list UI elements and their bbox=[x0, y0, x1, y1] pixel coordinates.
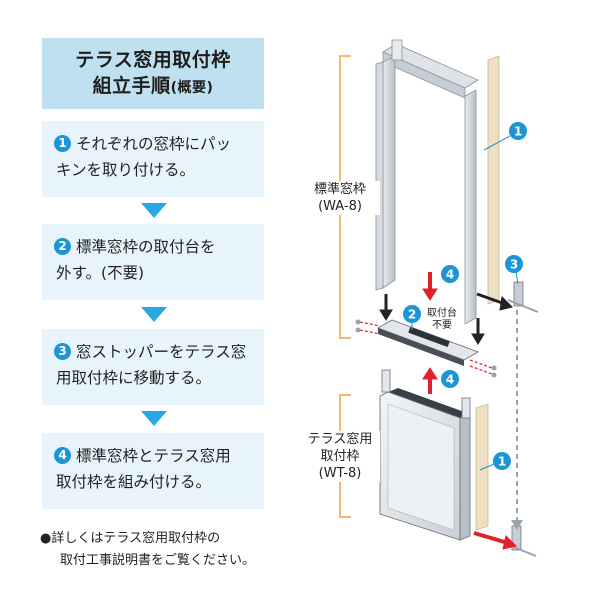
step-3: 3 窓ストッパーをテラス窓 用取付枠に移動する。 bbox=[42, 329, 264, 405]
standard-frame-name: 標準窓枠 bbox=[313, 182, 366, 197]
mount-base bbox=[376, 319, 480, 366]
title-line-2: 組立手順(概要) bbox=[93, 73, 214, 101]
screw-guides bbox=[359, 321, 493, 375]
step-2-line-1: 2 標準窓枠の取付台を bbox=[54, 234, 256, 260]
note-line-2: 取付工事説明書をご覧ください。 bbox=[60, 553, 256, 568]
step-4-text-1: 標準窓枠とテラス窓用 bbox=[76, 447, 231, 465]
step-2: 2 標準窓枠の取付台を 外す。(不要) bbox=[42, 224, 264, 300]
terrace-frame-label: テラス窓用 取付枠 (WT-8) bbox=[300, 431, 380, 482]
flow-arrow-2 bbox=[141, 307, 167, 322]
note-line-1: ●詳しくはテラス窓用取付枠の bbox=[40, 531, 221, 546]
step-2-text-2: 外す。(不要) bbox=[56, 264, 145, 282]
marker-1-upper: 1 bbox=[483, 122, 527, 151]
marker-4-lower: 4 bbox=[441, 370, 459, 388]
step-3-line-1: 3 窓ストッパーをテラス窓 bbox=[54, 339, 256, 365]
step-1-text-1: それぞれの窓枠にパッ bbox=[76, 135, 232, 153]
flow-arrow-1 bbox=[141, 203, 167, 218]
terrace-frame-name-2: 取付枠 bbox=[320, 449, 360, 464]
step-4: 4 標準窓枠とテラス窓用 取付枠を組み付ける。 bbox=[42, 433, 264, 509]
red-arrows bbox=[422, 272, 517, 550]
svg-text:4: 4 bbox=[446, 268, 454, 282]
step-2-text-1: 標準窓枠の取付台を bbox=[76, 238, 216, 256]
svg-text:2: 2 bbox=[408, 308, 416, 322]
svg-text:1: 1 bbox=[498, 455, 506, 469]
marker-4-upper: 4 bbox=[441, 265, 459, 283]
screws bbox=[355, 319, 497, 378]
title-main: 組立手順 bbox=[92, 74, 171, 97]
step-1-text-2: キンを取り付ける。 bbox=[56, 161, 196, 179]
step-1: 1 それぞれの窓枠にパッ キンを取り付ける。 bbox=[42, 121, 264, 197]
title-line-1: テラス窓用取付枠 bbox=[75, 48, 231, 71]
marker-3: 3 bbox=[505, 255, 523, 285]
step-1-number: 1 bbox=[54, 135, 71, 152]
mount-base-label: 取付台 不要 bbox=[423, 308, 461, 332]
title-sub: (概要) bbox=[170, 79, 214, 96]
flow-arrow-3 bbox=[141, 411, 167, 426]
window-stopper-upper bbox=[507, 281, 539, 313]
step-2-number: 2 bbox=[54, 238, 71, 255]
black-arrows bbox=[379, 292, 513, 345]
step-1-line-1: 1 それぞれの窓枠にパッ bbox=[54, 131, 256, 157]
mount-base-label-1: 取付台 bbox=[427, 308, 457, 319]
svg-text:3: 3 bbox=[510, 258, 518, 272]
standard-window-frame bbox=[375, 39, 500, 325]
terrace-window-frame bbox=[379, 369, 489, 541]
marker-1-lower: 1 bbox=[479, 452, 511, 471]
svg-text:1: 1 bbox=[514, 125, 522, 139]
svg-text:4: 4 bbox=[446, 373, 454, 387]
step-3-text-1: 窓ストッパーをテラス窓 bbox=[76, 343, 247, 361]
title-box: テラス窓用取付枠 組立手順(概要) bbox=[42, 38, 264, 109]
packing-strip-lower bbox=[475, 403, 489, 531]
step-4-text-2: 取付枠を組み付ける。 bbox=[56, 473, 212, 491]
mount-base-label-2: 不要 bbox=[432, 320, 452, 331]
terrace-frame-model: (WT-8) bbox=[318, 466, 362, 481]
step-3-text-2: 用取付枠に移動する。 bbox=[56, 369, 212, 387]
note: ●詳しくはテラス窓用取付枠の 取付工事説明書をご覧ください。 bbox=[40, 528, 280, 572]
step-3-number: 3 bbox=[54, 343, 71, 360]
standard-frame-model: (WA-8) bbox=[318, 199, 362, 214]
standard-frame-label: 標準窓枠 (WA-8) bbox=[300, 181, 380, 215]
terrace-frame-name-1: テラス窓用 bbox=[307, 432, 373, 447]
step-4-number: 4 bbox=[54, 447, 71, 464]
marker-2: 2 bbox=[403, 305, 421, 330]
packing-strip-upper bbox=[487, 55, 500, 305]
step-4-line-1: 4 標準窓枠とテラス窓用 bbox=[54, 443, 256, 469]
